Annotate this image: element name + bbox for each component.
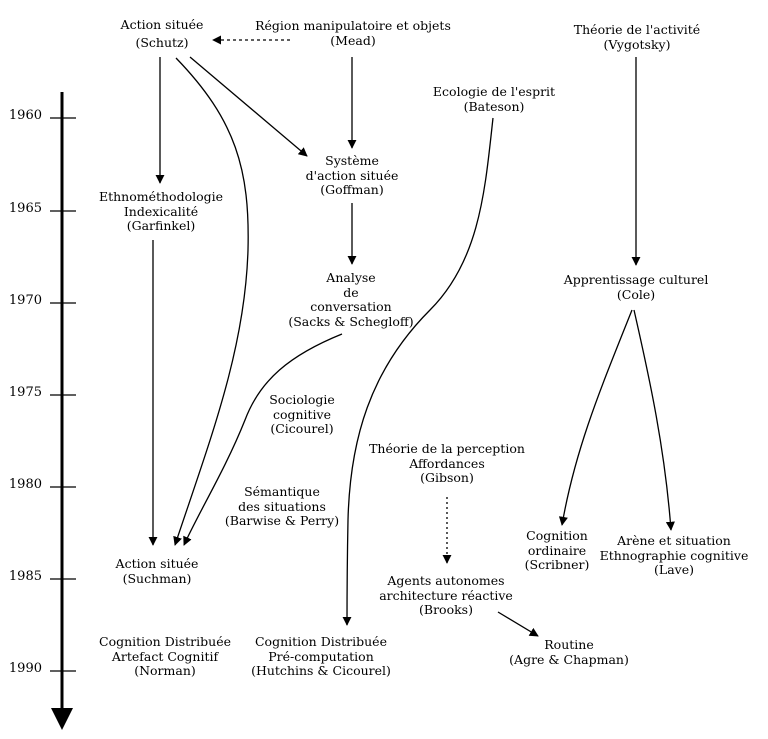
node-line: Action située	[120, 17, 204, 32]
node-line: Cognition Distribuée	[99, 634, 231, 649]
node-sociologie-cognitive: Sociologie cognitive (Cicourel)	[269, 392, 335, 437]
node-line: (Garfinkel)	[126, 218, 196, 233]
node-line: cognitive	[272, 406, 332, 422]
node-line: Action située	[115, 556, 199, 571]
node-line: Apprentissage culturel	[563, 272, 709, 287]
node-line: Arène et situation	[617, 533, 731, 548]
year-label-1960: 1960	[8, 108, 42, 123]
edge-analyse-to-suchman	[183, 333, 343, 546]
node-cognition-distribuee-hutchins: Cognition Distribuée Pré-computation (Hu…	[251, 634, 391, 679]
time-axis-arrowhead	[51, 708, 73, 730]
node-line: Routine	[544, 637, 594, 652]
year-label-1965: 1965	[8, 201, 42, 216]
node-line: des situations	[238, 498, 326, 514]
node-line: Artefact Cognitif	[111, 648, 219, 664]
node-line: (Vygotsky)	[603, 36, 671, 52]
year-label-1970: 1970	[8, 293, 42, 308]
node-line: Pré-computation	[268, 648, 374, 664]
node-theorie-perception: Théorie de la perception Affordances (Gi…	[369, 441, 525, 486]
node-line: (Bateson)	[463, 98, 525, 114]
node-apprentissage-culturel: Apprentissage culturel (Cole)	[563, 272, 709, 302]
year-label-1980: 1980	[8, 477, 42, 492]
year-label-1975: 1975	[8, 385, 42, 400]
node-line: Sémantique	[244, 484, 320, 499]
edge-brooks-to-routine	[497, 611, 539, 637]
edge-cole-to-lave	[633, 309, 675, 531]
node-line: (Cole)	[616, 286, 656, 302]
node-ethnomethodologie: Ethnométhodologie Indexicalité (Garfinke…	[98, 189, 224, 234]
node-line: Théorie de la perception	[369, 441, 525, 456]
node-line: (Norman)	[134, 663, 196, 678]
node-routine: Routine (Agre & Chapman)	[509, 637, 629, 667]
edge-bateson-to-hutchins	[342, 117, 494, 626]
node-line: Ethnométhodologie	[98, 189, 224, 204]
node-line: (Hutchins & Cicourel)	[251, 663, 391, 678]
node-line: (Schutz)	[135, 34, 189, 50]
node-line: Indexicalité	[123, 203, 199, 219]
edge-schutz-to-goffman	[189, 56, 308, 157]
node-line: Sociologie	[269, 392, 335, 407]
edge-schutz-to-suchman	[173, 57, 249, 546]
node-line: (Scribner)	[524, 557, 590, 572]
node-cognition-ordinaire: Cognition ordinaire (Scribner)	[524, 528, 590, 573]
node-line: (Mead)	[330, 32, 376, 48]
node-theorie-activite: Théorie de l'activité (Vygotsky)	[573, 22, 701, 52]
node-agents-autonomes: Agents autonomes architecture réactive (…	[379, 573, 513, 618]
node-line: conversation	[310, 299, 392, 314]
node-line: de	[343, 284, 359, 300]
node-action-situee-suchman: Action située (Suchman)	[115, 556, 199, 586]
node-line: Analyse	[326, 270, 376, 285]
node-line: Théorie de l'activité	[573, 22, 701, 37]
node-line: (Goffman)	[320, 182, 384, 197]
node-line: (Sacks & Schegloff)	[288, 313, 414, 329]
node-line: d'action située	[305, 167, 399, 183]
node-line: Cognition	[526, 528, 588, 543]
node-line: (Lave)	[654, 562, 694, 577]
node-line: (Cicourel)	[270, 421, 334, 436]
node-line: Agents autonomes	[387, 573, 505, 588]
time-axis-ticks	[50, 117, 76, 672]
node-line: (Agre & Chapman)	[509, 651, 629, 667]
node-region-manipulatoire: Région manipulatoire et objets (Mead)	[255, 18, 451, 48]
node-line: architecture réactive	[379, 587, 513, 603]
year-label-1990: 1990	[8, 661, 42, 676]
node-line: (Suchman)	[122, 570, 192, 586]
node-line: (Barwise & Perry)	[224, 513, 340, 528]
node-line: Ethnographie cognitive	[599, 547, 749, 563]
year-label-1985: 1985	[8, 569, 42, 584]
node-line: (Gibson)	[420, 470, 474, 485]
node-line: Région manipulatoire et objets	[255, 18, 451, 33]
node-line: Cognition Distribuée	[254, 634, 387, 649]
node-line: ordinaire	[527, 542, 587, 558]
edge-cole-to-scribner	[558, 309, 633, 526]
node-line: Ecologie de l'esprit	[432, 84, 556, 99]
node-line: Affordances	[409, 455, 485, 471]
node-line: Système	[325, 153, 379, 168]
node-semantique-situations: Sémantique des situations (Barwise & Per…	[224, 484, 340, 529]
node-line: (Brooks)	[419, 602, 473, 617]
node-action-situee-schutz: Action située (Schutz)	[120, 17, 204, 50]
node-systeme-action: Système d'action située (Goffman)	[305, 153, 399, 198]
node-cognition-distribuee-norman: Cognition Distribuée Artefact Cognitif (…	[99, 634, 231, 679]
node-ecologie-esprit: Ecologie de l'esprit (Bateson)	[432, 84, 556, 114]
node-arene-situation: Arène et situation Ethnographie cognitiv…	[599, 533, 749, 578]
node-analyse-conversation: Analyse de conversation (Sacks & Scheglo…	[288, 270, 414, 329]
